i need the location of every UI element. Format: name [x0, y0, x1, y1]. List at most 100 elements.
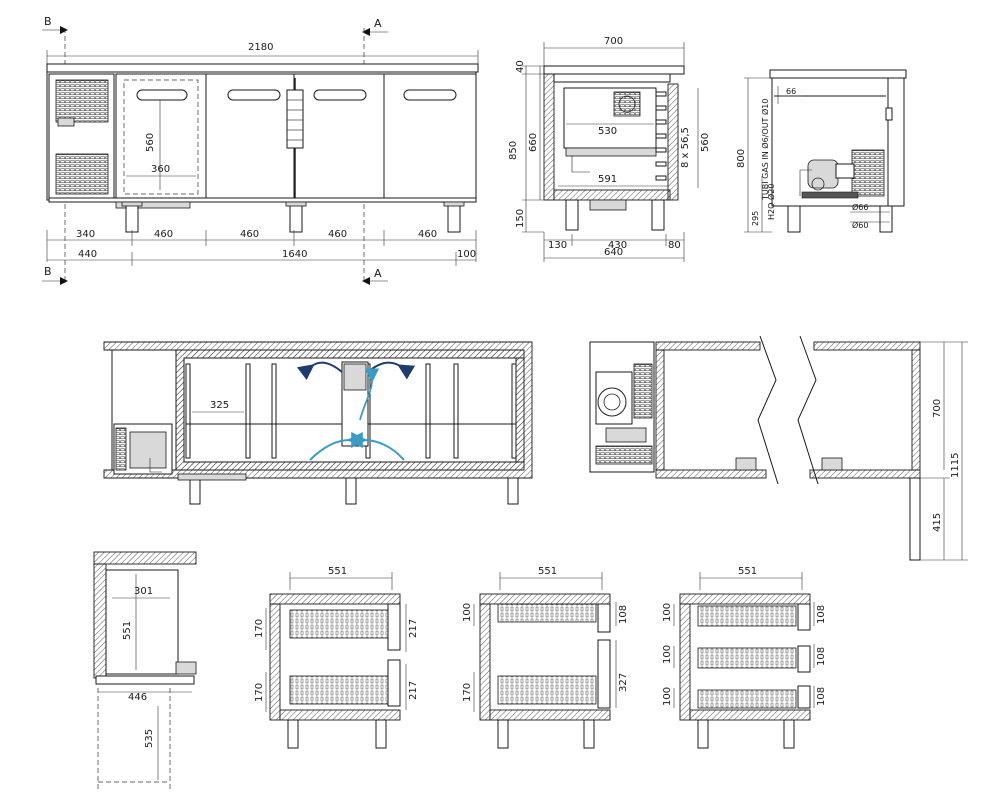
dim-right-pipe: 295: [751, 211, 760, 226]
dim-width-100: 100: [457, 249, 476, 260]
drawer-view-1: 551 170 170 217 217: [254, 566, 419, 749]
airflow-arrow-bottom-left: [309, 431, 363, 461]
dim-right-height: 800: [736, 149, 747, 168]
front-view: B A 2180: [42, 15, 479, 285]
section-label-b: B: [44, 15, 52, 28]
dim-side-130: 130: [548, 240, 567, 251]
dim-diameter-66: Ø66: [852, 202, 868, 212]
dim-ext-total: 1115: [950, 453, 961, 478]
dim-drawer2-width: 551: [538, 566, 557, 577]
dim-diameter-60: Ø60: [852, 220, 868, 230]
dim-inner-height: 560: [145, 133, 156, 152]
plan-guides: [185, 363, 517, 459]
section-label-a: A: [374, 17, 382, 30]
dim-width-460-3: 460: [328, 229, 347, 240]
dim-side-leg: 150: [515, 209, 526, 228]
door-handle-4: [403, 89, 457, 101]
dim-drawer1-width: 551: [328, 566, 347, 577]
section-label-b-bottom: B: [44, 265, 52, 278]
door-handle-1: [136, 89, 188, 101]
dim-guides: 8 x 56,5: [680, 127, 691, 168]
dim-d2-r2: 327: [618, 673, 629, 692]
airflow-arrow-bottom-right: [351, 431, 405, 461]
lower-vent-grill: [55, 153, 109, 195]
dim-side-width: 700: [604, 36, 623, 47]
dim-d1-l2: 170: [254, 683, 265, 702]
extension-view: 700 1115 415: [589, 335, 968, 561]
dim-d3-l1: 100: [662, 603, 673, 622]
dim-shelf-depth: 325: [210, 400, 229, 411]
dim-d3-l3: 100: [662, 687, 673, 706]
dim-right-top: 66: [786, 87, 796, 96]
worktop: [46, 63, 479, 73]
dim-d1-r2: 217: [408, 681, 419, 700]
drawer-1-top: [289, 609, 389, 639]
dim-side-inner-height: 660: [528, 133, 539, 152]
drawer-view-3: 551 100 100 100 108 108 108: [662, 566, 827, 749]
upper-vent-grill: [55, 79, 109, 123]
drawer-2-bottom: [497, 675, 597, 705]
dim-width-1640: 1640: [282, 249, 307, 260]
cabinet-base: [48, 197, 477, 203]
small-section-view: 301 551 446 535: [93, 551, 197, 792]
dim-d2-r1: 108: [618, 605, 629, 624]
fan-grill: [613, 91, 641, 117]
dim-d3-r2: 108: [816, 647, 827, 666]
section-label-a-bottom: A: [374, 267, 382, 280]
plan-section-view: 325: [103, 341, 533, 505]
dim-side-80: 80: [668, 240, 681, 251]
dim-d2-l1: 100: [462, 603, 473, 622]
dim-shelf-width: 591: [598, 174, 617, 185]
dim-d1-l1: 170: [254, 619, 265, 638]
dim-small-height: 551: [122, 621, 133, 640]
drawer-3-bottom: [697, 689, 797, 709]
extension-compressor: [595, 363, 653, 465]
control-panel: [57, 117, 75, 127]
dim-inner-width: 360: [151, 164, 170, 175]
side-guides: [655, 91, 667, 181]
drawer-2-top: [497, 603, 597, 623]
section-marker-b-top: B: [42, 15, 68, 34]
dim-d2-l2: 170: [462, 683, 473, 702]
dim-small-width: 301: [134, 586, 153, 597]
dim-small-leg: 535: [144, 729, 155, 748]
section-marker-a-top: A: [362, 17, 388, 36]
dim-drawer3-width: 551: [738, 566, 757, 577]
inner-cavity-outline: [123, 79, 199, 195]
dim-side-inner-width: 530: [598, 126, 617, 137]
side-section-view: 700 530 591 8 x 56,5 560: [508, 36, 711, 262]
dim-side-640: 640: [604, 247, 623, 258]
drawer-1-bottom: [289, 675, 389, 705]
dim-width-340: 340: [76, 229, 95, 240]
dim-guide-height: 560: [700, 133, 711, 152]
dim-d3-l2: 100: [662, 645, 673, 664]
dim-d1-r1: 217: [408, 619, 419, 638]
dim-width-440: 440: [78, 249, 97, 260]
door-handle-2: [227, 89, 281, 101]
dim-overall-width: 2180: [248, 42, 273, 53]
water-pipe-label: H2O Ø20: [766, 184, 776, 220]
door-handle-3: [313, 89, 367, 101]
dim-ext-lower: 415: [932, 513, 943, 532]
dim-width-460-2: 460: [240, 229, 259, 240]
dim-d3-r1: 108: [816, 605, 827, 624]
dim-small-base: 446: [128, 692, 147, 703]
drawer-view-2: 551 100 170 108 327: [462, 566, 629, 749]
dim-d3-r3: 108: [816, 687, 827, 706]
dim-side-total: 850: [508, 141, 519, 160]
section-marker-a-bottom: A: [362, 267, 388, 285]
compressor-unit: [799, 149, 885, 199]
drawer-3-top: [697, 605, 797, 627]
dim-width-460-1: 460: [154, 229, 173, 240]
evaporator-unit: [563, 87, 657, 149]
section-marker-b-bottom: B: [42, 265, 68, 285]
dim-width-460-4: 460: [418, 229, 437, 240]
dim-side-top: 40: [515, 60, 526, 73]
front-legs: [121, 201, 465, 233]
dim-ext-depth: 700: [932, 399, 943, 418]
side-worktop: [543, 65, 685, 75]
airflow-arrow-top-left: [296, 361, 343, 381]
drawer-3-middle: [697, 647, 797, 669]
right-side-view: 66 800 295 TUBI GAS IN Ø6/OUT Ø10 H2O Ø2…: [736, 69, 907, 233]
